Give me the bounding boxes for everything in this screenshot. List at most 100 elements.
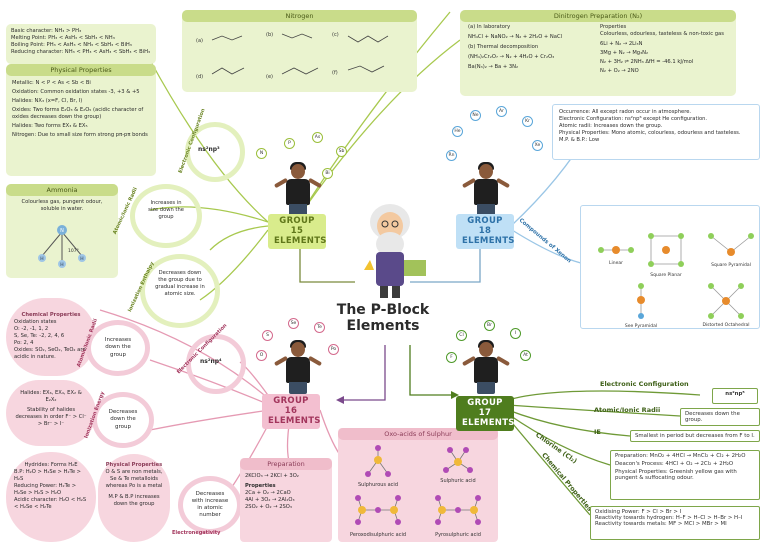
g16-halides-text: Halides: EX₆, EX₄, EX₂ & E₂X₂ [20, 390, 82, 404]
g16-chem-title: Chemical Properties [21, 312, 81, 318]
hydride-line: Reducing character: NH₃ < PH₃ < AsH₃ < S… [11, 49, 151, 56]
structure-label: (e) [266, 74, 273, 80]
atom-rn: Rn [446, 150, 457, 161]
group16-label[interactable]: GROUP 16 ELEMENTS [262, 394, 320, 430]
atom-i: I [510, 328, 521, 339]
g16-config-value: ns²np⁴ [200, 358, 222, 365]
g16-chemical-box: Chemical Properties Oxidation states O: … [6, 298, 96, 376]
structure-label: (c) [332, 32, 339, 38]
structure-label: (f) [332, 70, 338, 76]
nitrogen-box: Nitrogen (a) (b) (c) (d) (e) (f) [182, 10, 417, 92]
shape-label: Square Pyramidal [711, 262, 751, 268]
prep-line: Ba(N₃)₂ → Ba + 3N₂ [468, 64, 519, 71]
ammonia-structure: N H H H 107° [38, 225, 86, 269]
shape-label: Distorted Octahedral [702, 322, 749, 328]
g16-physical-text: O & S are non metals, Se & Te metalloids… [105, 469, 163, 490]
shape-label: Square Planar [650, 272, 682, 278]
g16-ie-bubble: Decreases down the group [92, 392, 154, 448]
page-title: The P-Block Elements [318, 302, 448, 334]
g16-chem-line: S, Se, Te: -2, 2, 4, 6 [14, 333, 65, 340]
g16-halides-stability: Stability of halides decreases in order … [15, 407, 87, 428]
group18-info-box: Occurrence: All except radon occur in at… [552, 104, 760, 160]
physical-line: Oxides: Two forms E₂O₃ & E₂O₅ (acidic ch… [12, 107, 144, 121]
group18-student-illustration [461, 162, 511, 216]
atom-he: He [452, 126, 463, 137]
atom-po: Po [328, 344, 339, 355]
g18-info-line: Physical Properties: Mono atomic, colour… [559, 130, 741, 137]
prep-line: (b) Thermal decomposition [468, 44, 539, 51]
g17-config-label: Electronic Configuration [600, 380, 689, 388]
oxoacid-name: Sulphurous acid [358, 482, 398, 488]
structure-label: (b) [266, 32, 273, 38]
g16-hydrides-acidic: Acidic character: H₂O < H₂S < H₂Se < H₂T… [14, 497, 87, 511]
g15-config-value: ns²np³ [198, 146, 220, 153]
chlorine-line: Physical Properties: Greenish yellow gas… [615, 469, 737, 481]
atom-te: Te [314, 322, 325, 333]
oxoacid-name: Sulphuric acid [440, 478, 475, 484]
g16-hydrides-text: Hydrides: Forms H₂E [24, 462, 78, 468]
atom-ne: Ne [470, 110, 481, 121]
g16-hydrides-bp: B.P: H₂O > H₂Se > H₂Te > H₂S [14, 469, 82, 483]
g17-config-box: ns²np⁵ [712, 388, 758, 404]
atom-as: As [312, 132, 323, 143]
g17-chemical-box: Oxidising Power: F > Cl > Br > I Reactiv… [590, 506, 760, 540]
nitrogen-oxide-structures: (a) (b) (c) (d) (e) (f) [196, 32, 389, 80]
atom-bi: Bi [322, 168, 333, 179]
atom-br: Br [484, 320, 495, 331]
dinitrogen-props: Properties Colourless, odourless, tastel… [600, 24, 732, 75]
hydride-line: Basic character: NH₃ > PH₃ [11, 28, 82, 34]
title-line: Elements [346, 318, 420, 335]
ammonia-title: Ammonia [6, 184, 118, 196]
chlorine-line: Deacon's Process: 4HCl + O₂ → 2Cl₂ + 2H₂… [615, 461, 734, 467]
g16-en-bubble: Decreases with increase in atomic number [178, 476, 242, 534]
group17-student-illustration [461, 340, 511, 394]
atom-o: O [256, 350, 267, 361]
physical-line: Nitrogen: Due to small size form strong … [12, 132, 148, 139]
xenon-compounds-box: Linear Square Planar Square Pyramidal Di… [580, 205, 760, 329]
physical-line: Halides: Two forms EX₃ & EX₅ [12, 123, 88, 130]
group16-student-illustration [273, 340, 323, 394]
g16-en-text: Decreases with increase in atomic number [191, 490, 229, 519]
oxoacid-name: Pyrosulphuric acid [435, 532, 481, 538]
g15-ie-ring [140, 254, 220, 328]
g16-hydrides-box: Hydrides: Forms H₂E B.P: H₂O > H₂Se > H₂… [6, 452, 96, 542]
prep-line: (a) In laboratory [468, 24, 511, 30]
xenon-shapes: Linear Square Planar Square Pyramidal Di… [598, 233, 754, 329]
group17-label[interactable]: GROUP 17 ELEMENTS [456, 396, 514, 432]
atom-cl: Cl [456, 330, 467, 341]
chemical-line: Reactivity towards metals: MF > MCl > MB… [595, 521, 727, 527]
ammonia-angle: 107° [68, 248, 79, 254]
chlorine-line: Preparation: MnO₂ + 4HCl → MnCl₂ + Cl₂ +… [615, 453, 746, 459]
prep-line: 4Al + 3O₂ → 2Al₂O₃ [245, 497, 295, 504]
atom-p: P [284, 138, 295, 149]
chemical-line: Oxidising Power: F > Cl > Br > I [595, 509, 682, 515]
g17-ie-label: IE [594, 428, 601, 436]
structure-label: (d) [196, 74, 203, 80]
g15-ie-text: Decreases down the group due to gradual … [155, 270, 205, 298]
chemical-line: Reactivity towards hydrogen: H–F > H–Cl … [595, 515, 743, 521]
g15-radii-text: Increases in size down the group [148, 200, 184, 221]
ammonia-text: Colourless gas, pungent odour, soluble i… [21, 199, 103, 213]
g16-physical-box: Physical Properties O & S are non metals… [98, 454, 170, 542]
prep-line: (NH₄)₂Cr₂O₇ → N₂ + 4H₂O + Cr₂O₃ [468, 54, 555, 61]
g16-hydrides-reducing: Reducing Power: H₂Te > H₂Se > H₂S > H₂O [14, 483, 77, 497]
physical-line: Oxidation: Common oxidation states -3, +… [12, 89, 140, 96]
dinitrogen-title: Dinitrogen Preparation (N₂) [460, 10, 736, 22]
atom-s: S [262, 330, 273, 341]
g15-config-ring [185, 122, 245, 182]
ammonia-atom: H [80, 256, 83, 262]
g17-ie-box: Smallest in period but decreases from F … [630, 430, 760, 442]
scientist-illustration [364, 204, 426, 298]
atom-n: N [256, 148, 267, 159]
group15-label[interactable]: GROUP 15 ELEMENTS [268, 214, 326, 250]
g16-ie-text: Decreases down the group [108, 409, 138, 430]
g17-chlorine-box: Preparation: MnO₂ + 4HCl → MnCl₂ + Cl₂ +… [610, 450, 760, 500]
group18-label[interactable]: GROUP 18 ELEMENTS [456, 214, 514, 250]
oxoacid-structures: Sulphurous acid Sulphuric acid Peroxodis… [350, 445, 481, 538]
g15-radii-ring [130, 184, 202, 248]
oxoacid-name: Peroxodisulphuric acid [350, 532, 406, 538]
reaction-line: 3Mg + N₂ → Mg₃N₂ [600, 50, 649, 57]
group15-hydrides-box: Basic character: NH₃ > PH₃ Melting Point… [6, 24, 156, 64]
prep-line: 2KClO₃ → 2KCl + 3O₂ [245, 473, 299, 479]
group15-physical-box: Physical Properties Metallic: N < P < As… [6, 64, 156, 176]
